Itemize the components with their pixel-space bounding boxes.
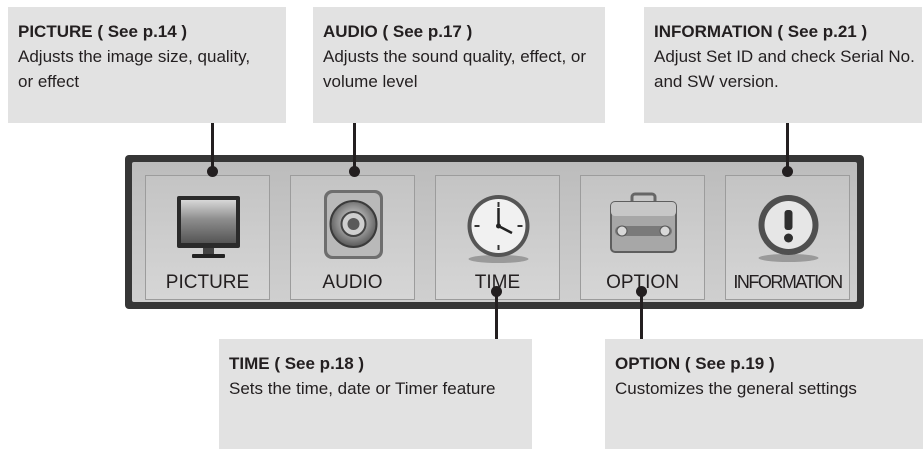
speaker-icon bbox=[324, 190, 383, 259]
callout-description: Customizes the general settings bbox=[615, 379, 857, 398]
menu-item-picture[interactable]: PICTURE bbox=[145, 175, 270, 300]
leader-dot-option bbox=[636, 286, 647, 297]
leader-line-picture bbox=[211, 123, 214, 173]
info-icon bbox=[758, 195, 819, 262]
callout-picture: PICTURE ( See p.14 ) Adjusts the image s… bbox=[8, 7, 286, 123]
menu-item-label: INFORMATION bbox=[733, 272, 843, 292]
callout-description: Adjust Set ID and check Serial No. and S… bbox=[654, 47, 915, 91]
menu-item-time[interactable]: TIME bbox=[435, 175, 560, 300]
leader-dot-picture bbox=[207, 166, 218, 177]
leader-line-audio bbox=[353, 123, 356, 173]
callout-information: INFORMATION ( See p.21 ) Adjust Set ID a… bbox=[644, 7, 922, 123]
leader-line-time bbox=[495, 292, 498, 339]
callout-description: Adjusts the sound quality, effect, or vo… bbox=[323, 47, 587, 91]
toolbox-icon bbox=[610, 192, 677, 253]
callout-title: AUDIO ( See p.17 ) bbox=[323, 22, 473, 41]
menu-item-option[interactable]: OPTION bbox=[580, 175, 705, 300]
leader-dot-audio bbox=[349, 166, 360, 177]
menu-item-label: AUDIO bbox=[322, 272, 383, 293]
callout-audio: AUDIO ( See p.17 ) Adjusts the sound qua… bbox=[313, 7, 605, 123]
leader-line-information bbox=[786, 123, 789, 173]
callout-time: TIME ( See p.18 ) Sets the time, date or… bbox=[219, 339, 532, 449]
menu-item-label: OPTION bbox=[606, 272, 679, 293]
tv-icon bbox=[177, 196, 240, 258]
leader-dot-time bbox=[491, 286, 502, 297]
callout-description: Adjusts the image size, quality, or effe… bbox=[18, 47, 251, 91]
callout-option: OPTION ( See p.19 ) Customizes the gener… bbox=[605, 339, 923, 449]
menu-item-information[interactable]: INFORMATION bbox=[725, 175, 850, 300]
clock-icon bbox=[467, 195, 530, 263]
menu-item-audio[interactable]: AUDIO bbox=[290, 175, 415, 300]
leader-dot-information bbox=[782, 166, 793, 177]
callout-description: Sets the time, date or Timer feature bbox=[229, 379, 496, 398]
callout-title: PICTURE ( See p.14 ) bbox=[18, 22, 188, 41]
menu-item-label: PICTURE bbox=[165, 272, 250, 293]
callout-title: OPTION ( See p.19 ) bbox=[615, 354, 775, 373]
callout-title: INFORMATION ( See p.21 ) bbox=[654, 22, 868, 41]
menu-bar: PICTURE AUDIO bbox=[125, 155, 864, 309]
leader-line-option bbox=[640, 292, 643, 339]
menu-bar-inner: PICTURE AUDIO bbox=[132, 162, 857, 302]
menu-item-label: TIME bbox=[474, 272, 521, 293]
callout-title: TIME ( See p.18 ) bbox=[229, 354, 365, 373]
